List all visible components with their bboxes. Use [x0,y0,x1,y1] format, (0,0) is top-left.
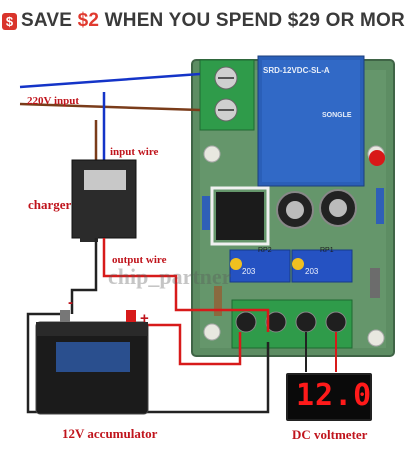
product-photo: SRD-12VDC-SL-A SONGLE 203 203 RP2 RP1 22… [0,42,418,466]
promo-suffix: WHEN YOU SPEND $29 OR MOR [99,10,405,31]
input-220v-label: 220V input [27,95,80,107]
voltmeter-label: DC voltmeter [292,427,368,442]
output-wire-label: output wire [112,254,167,266]
relay-brand-label: SONGLE [322,112,352,119]
watermark: chip_partner [108,264,232,289]
resistor [202,196,210,230]
accumulator-label: 12V accumulator [62,426,158,441]
promo-prefix: SAVE [21,10,78,31]
promo-text: SAVE $2 WHEN YOU SPEND $29 OR MOR [21,10,405,32]
resistor [214,286,222,316]
plus-sign: + [140,310,149,327]
resistor [376,188,384,224]
mount-hole [203,323,221,341]
ic-chip [216,192,264,240]
pot1-code: 203 [242,267,256,276]
minus-sign: - [68,294,73,311]
rp2-label: RP2 [258,247,272,254]
mount-hole [203,145,221,163]
relay-model-label: SRD-12VDC-SL-A [263,66,330,75]
dc-voltmeter-display: 12.0 [286,373,372,421]
rp1-label: RP1 [320,247,334,254]
resistor [370,268,380,298]
mount-hole [367,329,385,347]
wiring-diagram-graphic [19,55,395,415]
promo-amount: $2 [77,10,100,31]
promo-banner[interactable]: $ SAVE $2 WHEN YOU SPEND $29 OR MOR [0,0,418,42]
pot2-code: 203 [305,267,319,276]
led [369,150,385,166]
input-wire-label: input wire [110,146,159,158]
voltmeter-reading: 12.0 [296,378,373,413]
charger-label: charger [28,197,72,212]
dollar-tag-icon: $ [2,12,17,30]
